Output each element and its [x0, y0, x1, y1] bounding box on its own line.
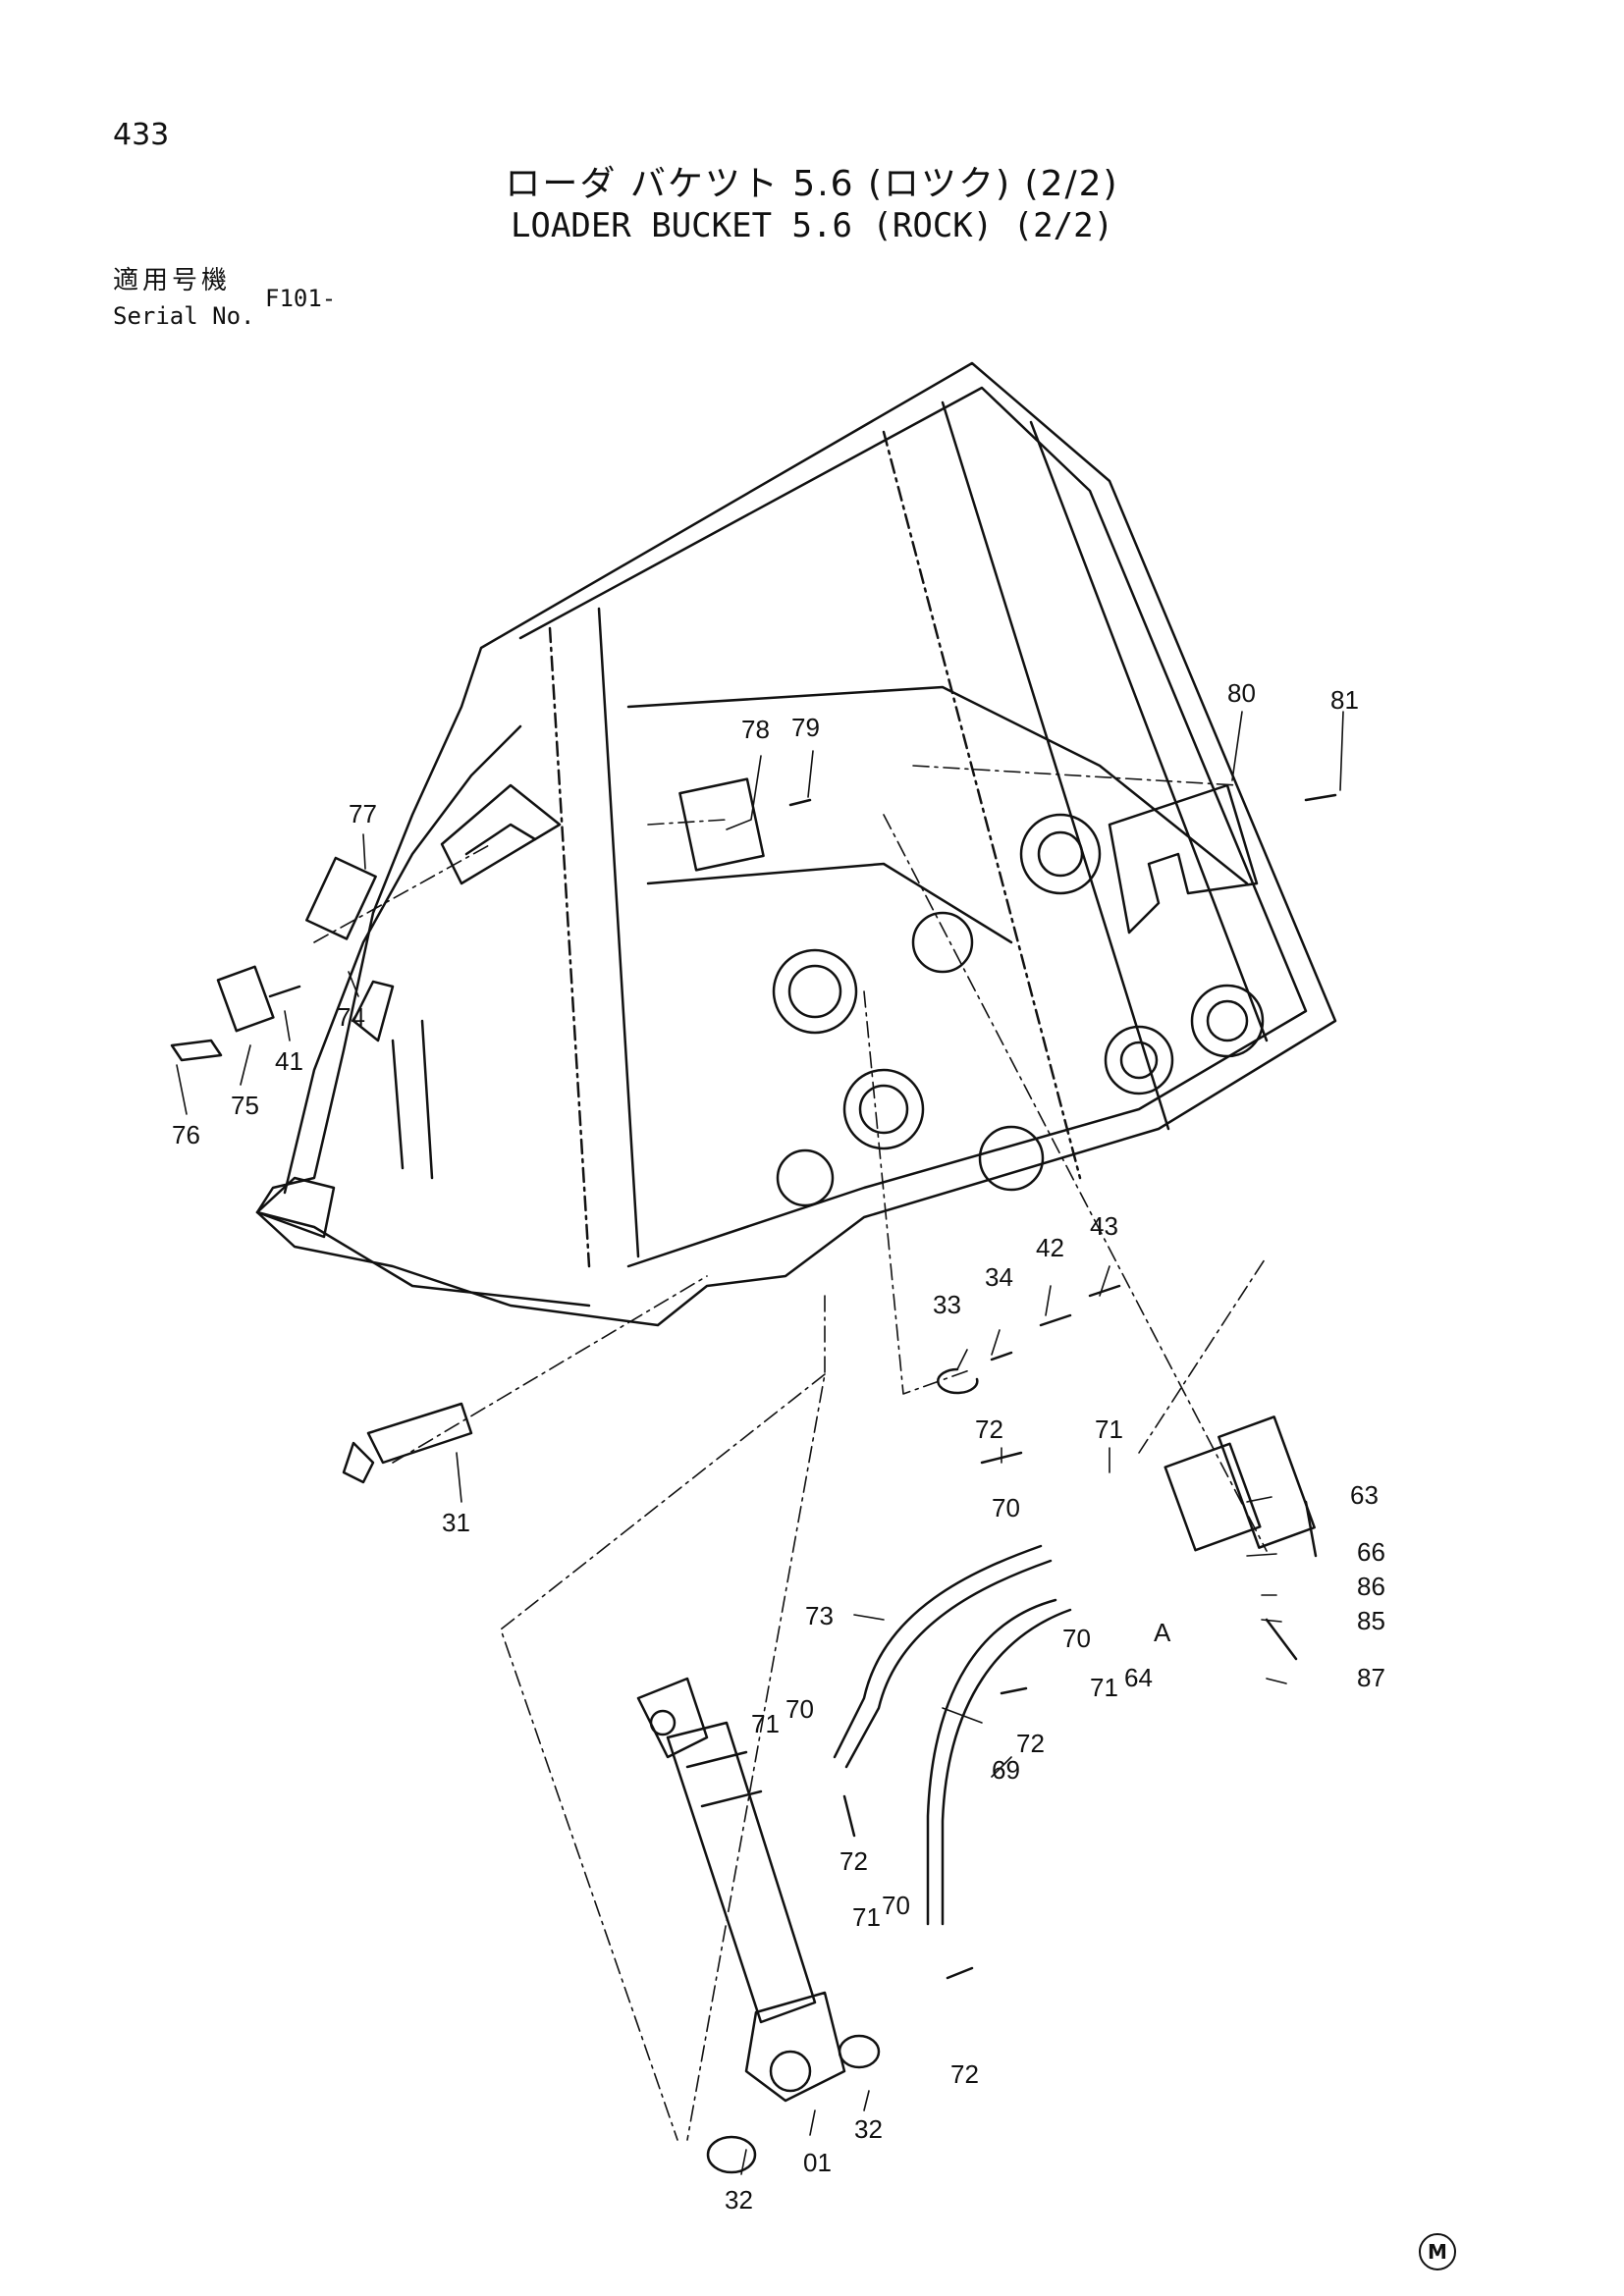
callout-64: 64 — [1124, 1663, 1153, 1692]
callout-71-mid: 71 — [1090, 1673, 1118, 1702]
bucket-body — [255, 361, 1337, 1327]
callout-labels: 81 80 79 78 77 74 41 75 76 43 42 34 33 3… — [172, 678, 1385, 2215]
callout-43: 43 — [1090, 1211, 1118, 1241]
callout-73: 73 — [805, 1601, 834, 1630]
callout-34: 34 — [985, 1262, 1013, 1292]
page-number: 433 — [113, 118, 170, 152]
callout-74: 74 — [337, 1002, 365, 1032]
leader-lines — [176, 711, 1344, 2175]
callout-78: 78 — [741, 715, 770, 744]
assembly-lines — [313, 765, 1268, 2141]
hydraulic-hoses — [833, 1544, 1072, 1926]
callout-69: 69 — [992, 1755, 1020, 1785]
callout-70-low: 70 — [882, 1891, 910, 1920]
callout-41: 41 — [275, 1046, 303, 1076]
callout-76: 76 — [172, 1120, 200, 1149]
callout-31: 31 — [442, 1508, 470, 1537]
callout-87: 87 — [1357, 1663, 1385, 1692]
serial-label-english: Serial No. — [113, 302, 255, 330]
callout-71-top: 71 — [1095, 1415, 1123, 1444]
callout-70-left: 70 — [785, 1694, 814, 1724]
hydraulic-cylinder — [636, 1677, 881, 2174]
callout-70-top: 70 — [992, 1493, 1020, 1522]
callout-42: 42 — [1036, 1233, 1064, 1262]
serial-label-japanese: 適用号機 — [113, 266, 232, 295]
callout-81: 81 — [1330, 685, 1359, 715]
callout-32-right: 32 — [854, 2114, 883, 2144]
callout-72-left: 72 — [839, 1846, 868, 1876]
callout-66: 66 — [1357, 1537, 1385, 1567]
fittings-and-bolts — [170, 793, 1337, 1980]
callout-01: 01 — [803, 2148, 832, 2177]
callout-79: 79 — [791, 713, 820, 742]
callout-33: 33 — [933, 1290, 961, 1319]
callout-72-low: 72 — [950, 2059, 979, 2089]
callout-72-top: 72 — [975, 1415, 1003, 1444]
callout-70-mid: 70 — [1062, 1624, 1091, 1653]
callout-72-mid: 72 — [1016, 1729, 1045, 1758]
callout-85: 85 — [1357, 1606, 1385, 1635]
callout-71-low: 71 — [852, 1902, 881, 1932]
callout-63: 63 — [1350, 1480, 1379, 1510]
title-english: LOADER BUCKET 5.6 (ROCK) (2/2) — [510, 206, 1114, 245]
callout-32-left: 32 — [725, 2185, 753, 2215]
serial-number-value: F101- — [265, 285, 337, 312]
callout-a: A — [1154, 1618, 1171, 1647]
callout-86: 86 — [1357, 1572, 1385, 1601]
callout-80: 80 — [1227, 678, 1256, 708]
title-japanese: ローダ バケツト 5.6 (ロツク) (2/2) — [505, 164, 1119, 204]
manufacturer-mark: M — [1419, 2233, 1456, 2270]
callout-75: 75 — [231, 1091, 259, 1120]
callout-77: 77 — [349, 799, 377, 828]
callout-71-left: 71 — [751, 1709, 780, 1738]
